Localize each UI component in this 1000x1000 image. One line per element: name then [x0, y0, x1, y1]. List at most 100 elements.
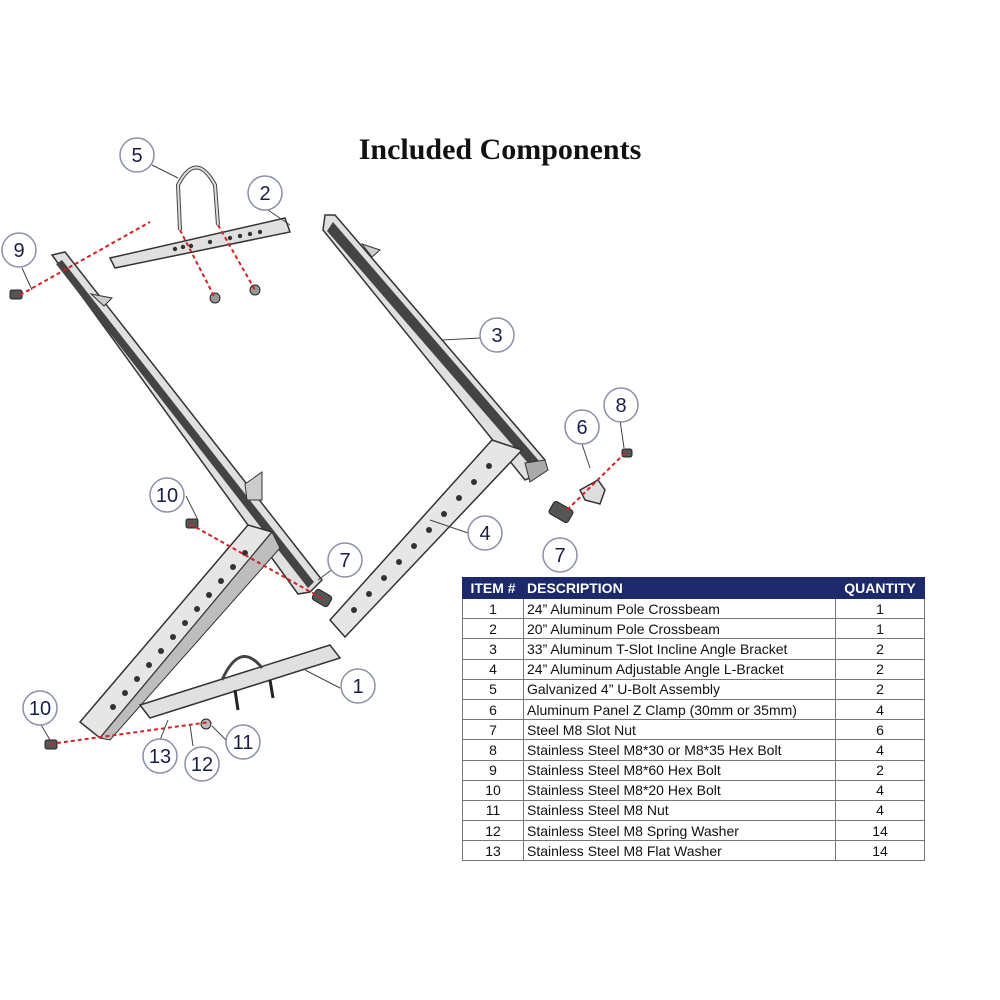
- cell-description: Stainless Steel M8*30 or M8*35 Hex Bolt: [523, 739, 836, 761]
- cell-description: 24” Aluminum Pole Crossbeam: [523, 597, 836, 620]
- part-3-incline-bracket-left: [50, 251, 324, 595]
- callout-circle: [1, 232, 37, 268]
- callout-10: 10: [22, 690, 58, 726]
- callout-label: 7: [554, 545, 565, 567]
- callout-circle: [479, 317, 515, 353]
- part-5-u-bolt: [175, 165, 220, 231]
- callout-label: 1: [352, 676, 363, 698]
- callout-label: 9: [13, 240, 24, 262]
- cell-quantity: 14: [835, 820, 925, 842]
- header-item: ITEM #: [462, 577, 524, 599]
- callout-label: 5: [131, 145, 142, 167]
- cell-item: 13: [462, 840, 524, 862]
- cell-item: 2: [462, 618, 524, 640]
- cell-item: 1: [462, 597, 524, 620]
- cell-description: Stainless Steel M8 Flat Washer: [523, 840, 836, 862]
- cell-quantity: 2: [835, 638, 925, 660]
- callout-circle: [467, 515, 503, 551]
- cell-description: Stainless Steel M8*20 Hex Bolt: [523, 779, 836, 801]
- cell-quantity: 1: [835, 597, 925, 620]
- callout-4: 4: [467, 515, 503, 551]
- callout-circle: [119, 137, 155, 173]
- cell-item: 4: [462, 658, 524, 680]
- callout-circle: [184, 746, 220, 782]
- cell-description: 33” Aluminum T-Slot Incline Angle Bracke…: [523, 638, 836, 660]
- table-header-row: ITEM # DESCRIPTION QUANTITY: [462, 577, 925, 599]
- callout-10: 10: [149, 477, 185, 513]
- callout-label: 10: [29, 698, 51, 720]
- cell-description: Stainless Steel M8*60 Hex Bolt: [523, 759, 836, 781]
- cell-quantity: 4: [835, 799, 925, 822]
- part-1-crossbeam: [138, 644, 342, 719]
- cell-quantity: 1: [835, 618, 925, 640]
- cell-item: 7: [462, 719, 524, 741]
- part-6-z-clamp: [579, 479, 606, 505]
- callout-13: 13: [142, 738, 178, 774]
- cell-description: 20” Aluminum Pole Crossbeam: [523, 618, 836, 640]
- callout-label: 8: [615, 395, 626, 417]
- callout-circle: [225, 724, 261, 760]
- cell-item: 5: [462, 678, 524, 700]
- cell-quantity: 4: [835, 739, 925, 761]
- cell-quantity: 4: [835, 779, 925, 801]
- callout-6: 6: [564, 409, 600, 445]
- cell-description: Stainless Steel M8 Spring Washer: [523, 820, 836, 842]
- callout-circle: [327, 542, 363, 578]
- callout-3: 3: [479, 317, 515, 353]
- cell-quantity: 14: [835, 840, 925, 862]
- cell-description: 24” Aluminum Adjustable Angle L-Bracket: [523, 658, 836, 680]
- callout-7: 7: [542, 537, 578, 573]
- callout-circle: [149, 477, 185, 513]
- cell-description: Steel M8 Slot Nut: [523, 719, 836, 741]
- part-3-incline-bracket: [322, 214, 549, 483]
- part-2-crossbeam: [108, 217, 291, 269]
- page-title: Included Components: [358, 133, 642, 166]
- callout-label: 2: [259, 183, 270, 205]
- callout-circle: [142, 738, 178, 774]
- cell-item: 3: [462, 638, 524, 660]
- header-quantity: QUANTITY: [835, 577, 925, 599]
- callout-8: 8: [603, 387, 639, 423]
- part-4-l-bracket-right: [328, 439, 524, 639]
- cell-description: Galvanized 4” U-Bolt Assembly: [523, 678, 836, 700]
- callout-label: 10: [156, 485, 178, 507]
- callout-5: 5: [119, 137, 155, 173]
- cell-item: 12: [462, 820, 524, 842]
- cell-description: Aluminum Panel Z Clamp (30mm or 35mm): [523, 698, 836, 721]
- cell-quantity: 2: [835, 658, 925, 680]
- callout-circle: [247, 175, 283, 211]
- callout-label: 6: [576, 417, 587, 439]
- assembly-dashed-lines: [19, 221, 626, 745]
- callout-label: 4: [479, 523, 490, 545]
- cell-item: 10: [462, 779, 524, 801]
- callout-12: 12: [184, 746, 220, 782]
- leader-lines: [21, 164, 625, 747]
- callout-7: 7: [327, 542, 363, 578]
- cell-item: 6: [462, 698, 524, 721]
- callout-circle: [22, 690, 58, 726]
- cell-quantity: 4: [835, 698, 925, 721]
- callout-label: 12: [191, 754, 213, 776]
- callout-11: 11: [225, 724, 261, 760]
- callout-label: 13: [149, 746, 171, 768]
- callout-label: 3: [491, 325, 502, 347]
- callout-label: 11: [233, 732, 254, 754]
- callout-circle: [340, 668, 376, 704]
- callout-circle: [542, 537, 578, 573]
- callout-circle: [603, 387, 639, 423]
- cell-item: 9: [462, 759, 524, 781]
- callout-label: 7: [339, 550, 350, 572]
